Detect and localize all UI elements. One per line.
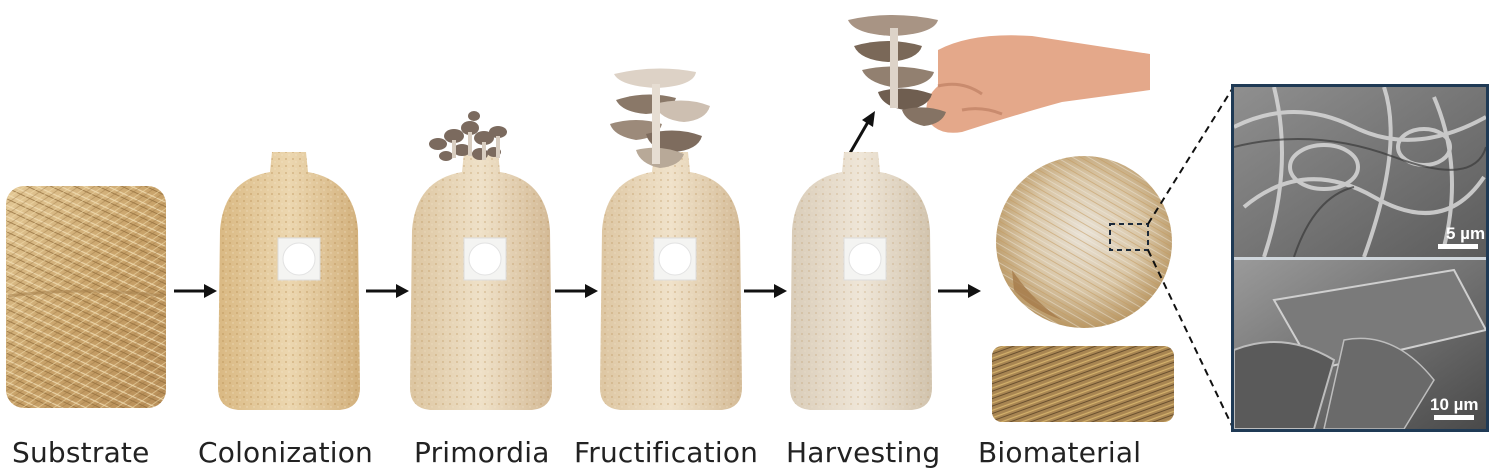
grow-bag-image bbox=[600, 152, 742, 410]
stage-label-biomaterial: Biomaterial bbox=[978, 436, 1142, 469]
stage-label-primordia: Primordia bbox=[414, 436, 550, 469]
sem-panel: 5 µm 10 µm bbox=[1231, 84, 1489, 432]
sem-bottom-scale-label: 10 µm bbox=[1430, 395, 1479, 414]
grow-bag-image bbox=[790, 152, 932, 410]
arrow-icon bbox=[555, 284, 598, 298]
arrow-icon bbox=[366, 284, 409, 298]
straw-bale-image bbox=[6, 186, 166, 408]
stage-label-substrate: Substrate bbox=[12, 436, 150, 469]
sem-micrograph-top: 5 µm bbox=[1234, 87, 1486, 257]
grow-bag-image bbox=[410, 152, 552, 410]
stage-label-fructification: Fructification bbox=[574, 436, 759, 469]
biomaterial-block-image bbox=[992, 346, 1174, 422]
zoom-connector-lines bbox=[1147, 85, 1235, 431]
biomaterial-disc-image bbox=[996, 156, 1172, 328]
grow-bag-image bbox=[218, 152, 360, 410]
primordia-mushroom-image bbox=[429, 111, 507, 161]
arrow-icon bbox=[744, 284, 787, 298]
sem-top-scale-label: 5 µm bbox=[1446, 224, 1485, 243]
sem-micrograph-bottom: 10 µm bbox=[1234, 260, 1486, 429]
arrow-icon bbox=[174, 284, 217, 298]
arrow-icon bbox=[938, 284, 981, 298]
fructification-mushroom-image bbox=[610, 68, 710, 168]
hand-image bbox=[848, 15, 1150, 133]
stage-label-colonization: Colonization bbox=[198, 436, 374, 469]
stage-label-harvesting: Harvesting bbox=[786, 436, 941, 469]
